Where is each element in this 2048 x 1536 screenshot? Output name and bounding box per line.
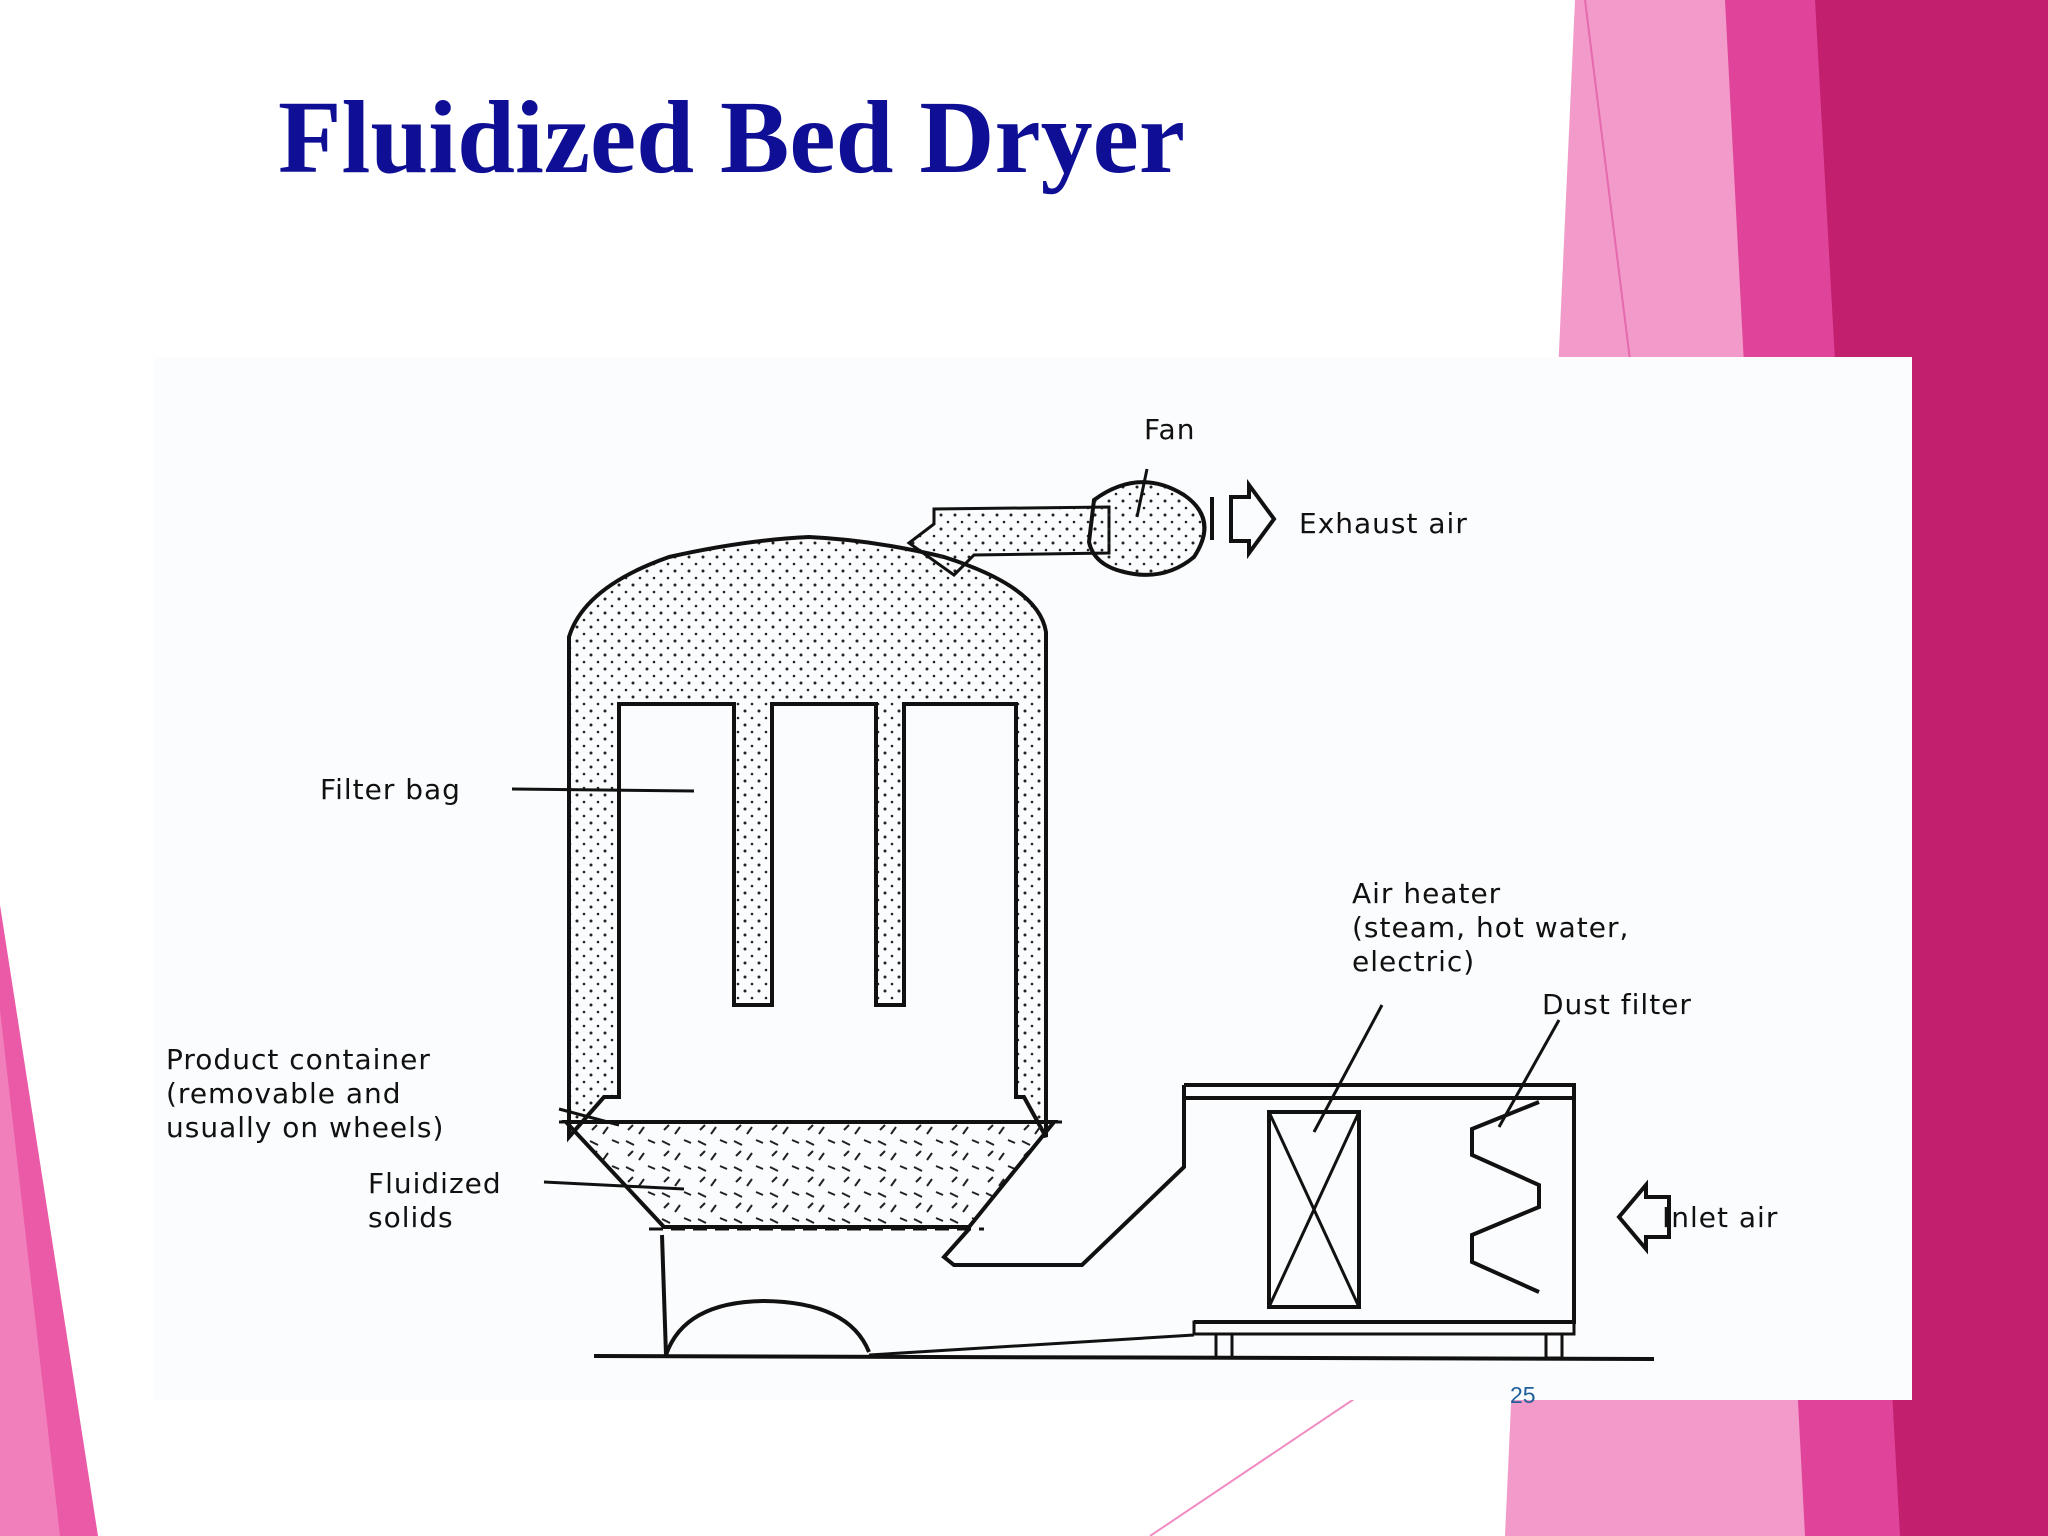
exhaust-arrow bbox=[1229, 478, 1277, 560]
air-heater-cross-2 bbox=[1267, 1111, 1361, 1308]
fan bbox=[1086, 480, 1207, 577]
base-foot-left bbox=[1214, 1332, 1234, 1360]
label-product-container-2: (removable and bbox=[166, 1077, 402, 1110]
label-air-heater-1: Air heater bbox=[1352, 877, 1501, 910]
dust-filter-leader bbox=[1497, 1019, 1561, 1128]
label-fan: Fan bbox=[1144, 413, 1195, 446]
bg-left-triangle-light bbox=[0, 1010, 60, 1536]
label-product-container-1: Product container bbox=[166, 1043, 431, 1076]
dust-filter bbox=[1470, 1100, 1541, 1294]
fan-leader bbox=[1135, 468, 1149, 518]
plenum-right bbox=[941, 1085, 1186, 1267]
label-fluidized-solids-2: solids bbox=[368, 1201, 454, 1234]
page-number: 25 bbox=[1510, 1382, 1536, 1408]
air-heater bbox=[1267, 1110, 1361, 1309]
base-foot-right bbox=[1544, 1332, 1564, 1360]
label-filter-bag: Filter bag bbox=[320, 773, 461, 806]
label-air-heater-3: electric) bbox=[1352, 945, 1475, 978]
fluidized-bed-dryer-diagram: Fan Exhaust air Filter bag Air heater (s… bbox=[154, 357, 1912, 1400]
product-container-leader bbox=[558, 1107, 620, 1127]
bg-thin-line bbox=[1149, 1394, 1361, 1536]
label-product-container-3: usually on wheels) bbox=[166, 1111, 444, 1144]
air-heater-leader bbox=[1312, 1004, 1384, 1133]
label-air-heater-2: (steam, hot water, bbox=[1352, 911, 1629, 944]
dryer-chamber bbox=[567, 534, 1048, 1143]
filter-bag-leader bbox=[511, 787, 695, 793]
label-inlet-air: Inlet air bbox=[1662, 1201, 1778, 1234]
slide-title: Fluidized Bed Dryer bbox=[278, 80, 1186, 195]
inlet-arrow bbox=[1616, 1179, 1671, 1255]
base-skid bbox=[1192, 1320, 1576, 1336]
label-fluidized-solids-1: Fluidized bbox=[368, 1167, 502, 1200]
fluidized-solids-leader bbox=[543, 1180, 685, 1191]
ground-line bbox=[593, 1354, 1655, 1361]
support-line bbox=[868, 1333, 1195, 1357]
plenum-left bbox=[660, 1234, 668, 1356]
label-dust-filter: Dust filter bbox=[1542, 988, 1692, 1021]
label-exhaust-air: Exhaust air bbox=[1299, 507, 1468, 540]
wheel-arc bbox=[664, 1298, 871, 1356]
